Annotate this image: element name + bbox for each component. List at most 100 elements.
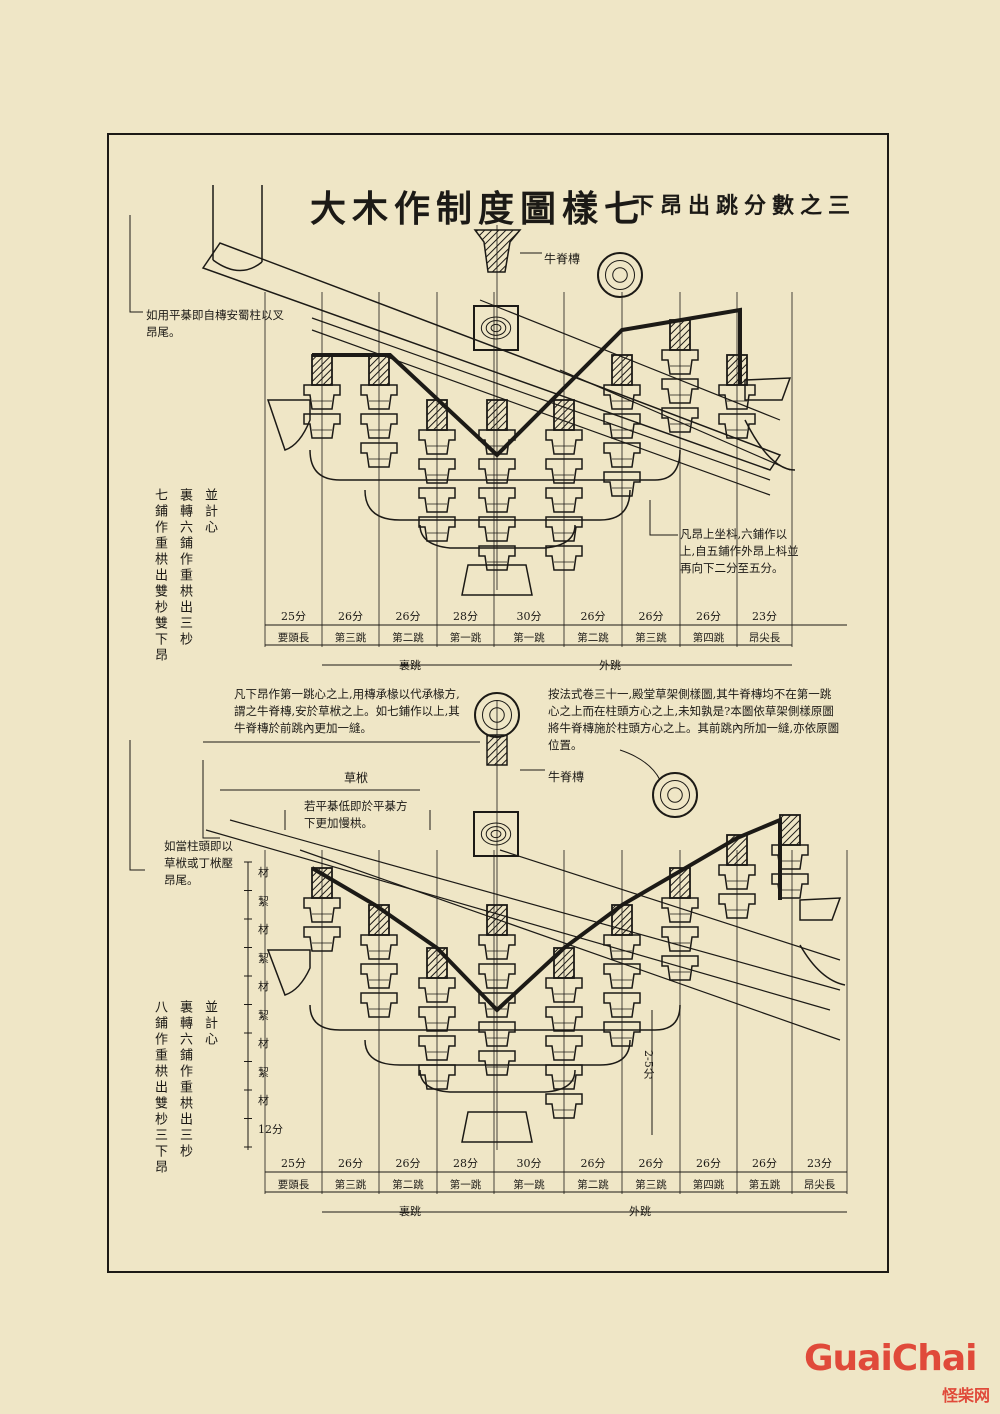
span-inner-top: 裏跳 — [399, 659, 421, 672]
note-mid-left: 凡下昂作第一跳心之上,用槫承椽以代承椽方,謂之牛脊槫,安於草栿之上。如七鋪作以上… — [234, 687, 460, 735]
bracket-arm-block — [486, 399, 508, 431]
dim-value: 26分 — [696, 1157, 721, 1170]
column-head-square — [490, 323, 502, 333]
bracket-stack — [478, 963, 516, 989]
dim-value: 26分 — [580, 610, 606, 623]
slope-line — [311, 317, 771, 481]
note-mid-right: 按法式卷三十一,殿堂草架側樣圖,其牛脊槫均不在第一跳心之上而在柱頭方心之上,未知… — [548, 687, 840, 752]
dim-name: 第一跳 — [449, 1179, 482, 1191]
bracket-stack — [718, 893, 756, 919]
dim-name: 第一跳 — [513, 1179, 545, 1191]
dim-value: 26分 — [338, 610, 363, 623]
dim-name: 要頭長 — [277, 632, 310, 644]
bracket-stack — [478, 458, 516, 484]
caption-bottom-col2: 裏轉六鋪作重栱出三杪 — [177, 1000, 192, 1160]
side-scale-label: 絜 — [258, 894, 269, 908]
bracket-stack — [360, 384, 398, 410]
bracket-stack — [303, 926, 341, 952]
slope-line — [229, 819, 841, 991]
leader-line — [129, 740, 145, 871]
bracket-stack — [718, 384, 756, 410]
dim-value: 26分 — [752, 1157, 777, 1170]
dim-value: 26分 — [580, 1157, 606, 1170]
purlin-top-block — [473, 229, 522, 273]
bracket-stack — [418, 977, 456, 1003]
bracket-stack — [478, 1021, 516, 1047]
bracket-stack — [603, 963, 641, 989]
span-outer-top: 外跳 — [599, 659, 621, 672]
bracket-stack — [360, 934, 398, 960]
dim-name: 第三跳 — [635, 1179, 667, 1191]
dim-name: 第二跳 — [577, 632, 609, 644]
bracket-stack — [771, 873, 809, 899]
dim-value: 26分 — [696, 610, 721, 623]
base-dou — [461, 1111, 533, 1143]
note-top-left: 如用平棊即自槫安蜀柱以叉昂尾。 — [146, 308, 284, 339]
column-head-square — [485, 320, 507, 336]
side-scale-label: 材 — [258, 866, 269, 879]
site-logo: GuaiChai 怪柴网 — [786, 1338, 996, 1408]
bracket-stack — [661, 407, 699, 433]
dim-value: 26分 — [338, 1157, 363, 1170]
bracket-stack — [661, 349, 699, 375]
bracket-stack — [545, 1093, 583, 1119]
dim-value: 26分 — [395, 610, 421, 623]
column-head-square — [480, 316, 512, 340]
purlin-low-round — [667, 787, 683, 803]
dim-value: 30分 — [516, 1157, 542, 1170]
dim-name: 第一跳 — [449, 632, 482, 644]
bracket-stack — [478, 487, 516, 513]
bracket-arm-block — [779, 814, 801, 846]
bracket-stack — [545, 1035, 583, 1061]
leader-line — [649, 500, 678, 536]
bracket-stack — [603, 384, 641, 410]
dim-value: 28分 — [453, 1157, 478, 1170]
dim-value: 23分 — [752, 610, 777, 623]
leader-line — [129, 215, 143, 313]
dim-value: 23分 — [807, 1157, 832, 1170]
bracket-stack — [303, 897, 341, 923]
bracket-arm-tier — [419, 524, 576, 549]
bracket-stack — [360, 413, 398, 439]
slope-line — [205, 829, 831, 1011]
post-top-left — [212, 185, 263, 272]
bracket-stack — [718, 413, 756, 439]
mid-line — [202, 760, 220, 839]
side-scale-label: 絜 — [258, 1008, 269, 1022]
column-head-square-lower — [480, 822, 512, 846]
dim-name: 第二跳 — [392, 1179, 424, 1191]
bracket-stack — [603, 992, 641, 1018]
dim-value: 30分 — [516, 610, 542, 623]
dim-name: 第二跳 — [577, 1179, 609, 1191]
dim-value: 25分 — [281, 1157, 306, 1170]
bracket-stack — [545, 487, 583, 513]
bracket-stack — [478, 545, 516, 571]
leader-line — [520, 749, 661, 781]
dim-name: 第一跳 — [513, 632, 545, 644]
caption-bottom-col3: 八鋪作重栱出雙杪三下昂 — [152, 1000, 167, 1176]
bracket-stack — [545, 977, 583, 1003]
bracket-stack — [418, 487, 456, 513]
purlin-top-round — [604, 259, 636, 291]
slope-line — [499, 849, 841, 961]
bracket-stack — [603, 1021, 641, 1047]
bracket-stack — [661, 378, 699, 404]
caption-top-col3: 七鋪作重栱出雙杪雙下昂 — [152, 488, 167, 664]
ang-curve — [744, 419, 796, 471]
note-top-right: 凡昂上坐枓,六鋪作以上,自五鋪作外昂上枓並再向下二分至五分。 — [680, 527, 799, 575]
side-scale-label: 材 — [258, 980, 269, 993]
rafter-markers — [220, 789, 431, 830]
dim-name: 第四跳 — [692, 1179, 725, 1191]
bracket-stack — [603, 442, 641, 468]
bracket-stack — [418, 1035, 456, 1061]
bracket-stack — [545, 429, 583, 455]
purlin-low-round — [659, 779, 691, 811]
bracket-stack — [545, 545, 583, 571]
bracket-arm-tier — [309, 449, 681, 481]
logo-text-cn: 怪柴网 — [941, 1386, 990, 1405]
note-lower-left: 如當柱頭即以草栿或丁栿壓昂尾。 — [164, 839, 233, 887]
side-scale-label: 12分 — [258, 1122, 283, 1136]
side-scale-label: 絜 — [258, 1065, 269, 1079]
bracket-stack — [360, 963, 398, 989]
